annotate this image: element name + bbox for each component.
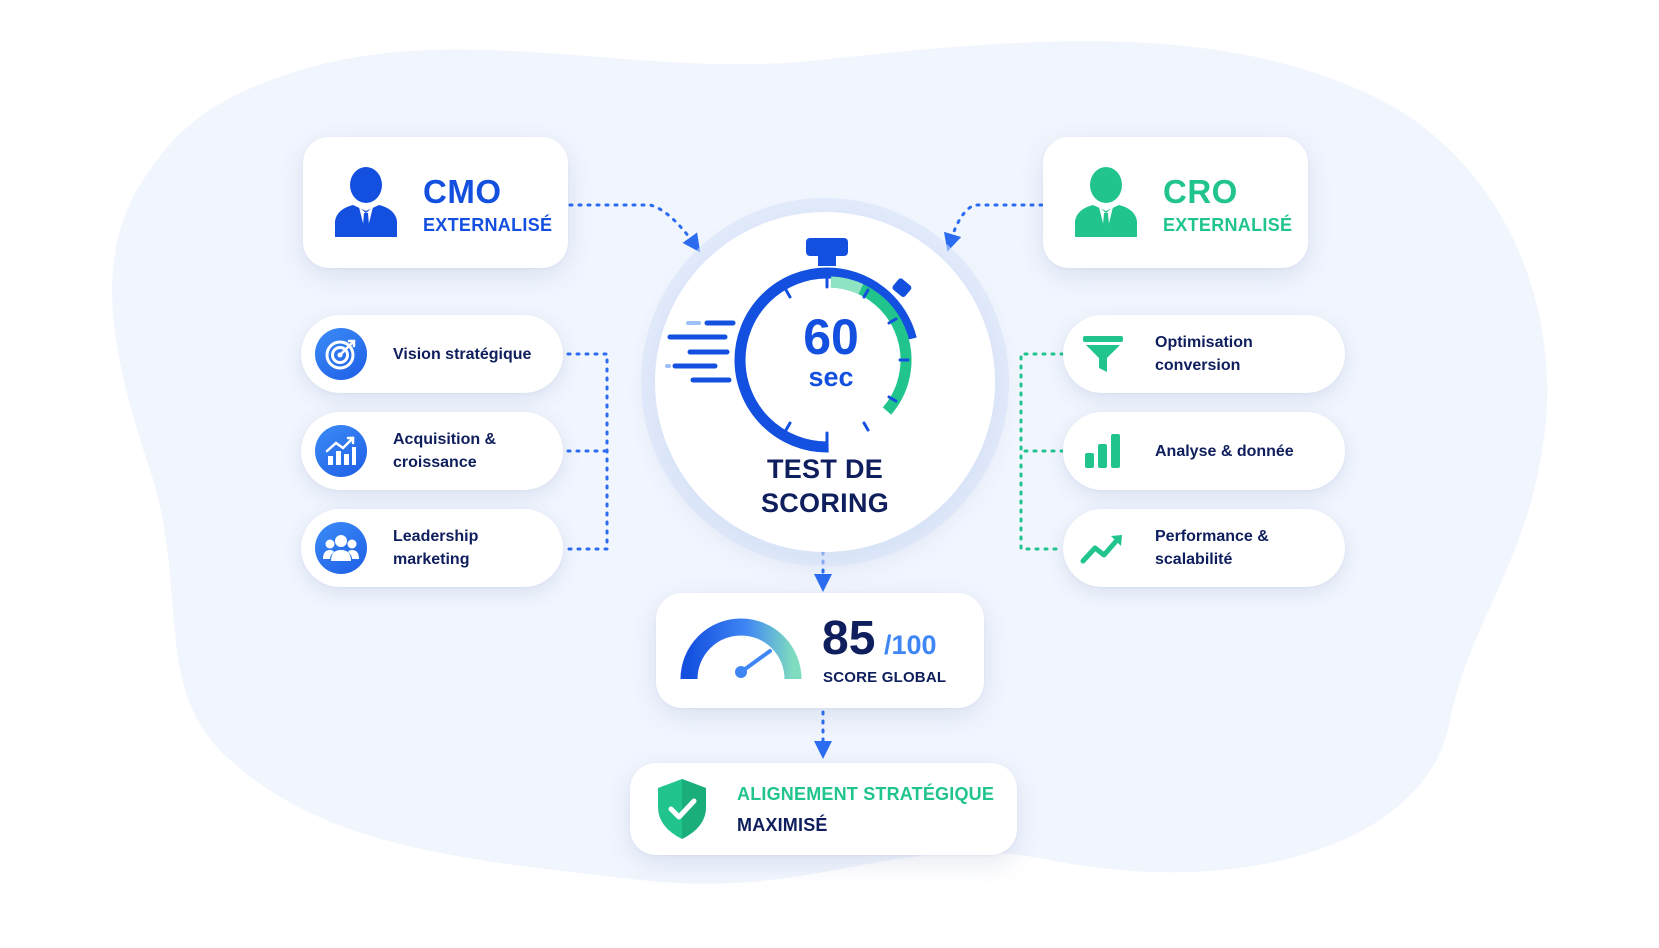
gauge-icon <box>680 618 802 680</box>
right-item-line2: scalabilité <box>1155 551 1233 568</box>
person-icon <box>335 167 397 237</box>
left-item-label: Acquisition & croissance <box>393 428 496 474</box>
score-max: /100 <box>884 630 937 660</box>
timer-unit: sec <box>808 362 854 392</box>
cro-subtitle: EXTERNALISÉ <box>1163 215 1293 235</box>
cro-title: CRO <box>1163 173 1238 210</box>
left-item-label: Vision stratégique <box>393 343 531 366</box>
right-item-line2: conversion <box>1155 357 1241 374</box>
cro-card: CRO EXTERNALISÉ <box>1043 137 1308 268</box>
cmo-title: CMO <box>423 173 502 210</box>
cmo-subtitle: EXTERNALISÉ <box>423 215 553 235</box>
bar-chart-icon <box>1077 425 1129 477</box>
score-value: 85 <box>822 612 876 665</box>
timer-title-line2: SCORING <box>760 488 890 518</box>
score-label: SCORE GLOBAL <box>823 669 947 686</box>
score-card: 85 /100 SCORE GLOBAL <box>656 593 984 708</box>
result-line2: MAXIMISÉ <box>737 815 828 835</box>
right-item-analyse: Analyse & donnée <box>1063 412 1345 490</box>
left-item-line1: Vision stratégique <box>393 345 532 363</box>
right-item-line1: Performance & <box>1155 528 1269 545</box>
right-item-performance: Performance & scalabilité <box>1063 509 1345 587</box>
left-item-line2: croissance <box>393 454 477 471</box>
left-item-line1: Acquisition & <box>393 431 497 448</box>
right-item-optimisation: Optimisation conversion <box>1063 315 1345 393</box>
result-line1: ALIGNEMENT STRATÉGIQUE <box>737 784 995 804</box>
left-item-acquisition: Acquisition & croissance <box>301 412 563 490</box>
team-icon <box>315 522 367 574</box>
left-item-vision: Vision stratégique <box>301 315 563 393</box>
funnel-icon <box>1077 328 1129 380</box>
right-item-label: Performance & scalabilité <box>1155 525 1269 571</box>
left-item-line2: marketing <box>393 551 470 568</box>
person-icon <box>1075 167 1137 237</box>
trend-up-icon <box>1077 522 1129 574</box>
shield-check-icon <box>658 779 706 839</box>
target-icon <box>315 328 367 380</box>
cmo-card: CMO EXTERNALISÉ <box>303 137 568 268</box>
left-bracket <box>566 352 609 551</box>
growth-chart-icon <box>315 425 367 477</box>
cmo-connector <box>568 203 701 253</box>
timer-title-line1: TEST DE <box>766 454 884 484</box>
result-card: ALIGNEMENT STRATÉGIQUE MAXIMISÉ <box>630 763 1017 855</box>
stopwatch-icon <box>665 238 920 453</box>
left-item-label: Leadership marketing <box>393 525 478 571</box>
left-item-line1: Leadership <box>393 528 479 545</box>
cro-connector <box>943 203 1044 252</box>
timer-card: 60 sec TEST DE SCORING <box>655 212 995 552</box>
right-item-line1: Analyse & donnée <box>1155 442 1294 460</box>
timer-value: 60 <box>803 309 859 365</box>
right-item-line1: Optimisation <box>1155 334 1253 351</box>
right-bracket <box>1019 352 1065 551</box>
right-item-label: Analyse & donnée <box>1155 440 1294 463</box>
right-item-label: Optimisation conversion <box>1155 331 1253 377</box>
left-item-leadership: Leadership marketing <box>301 509 563 587</box>
